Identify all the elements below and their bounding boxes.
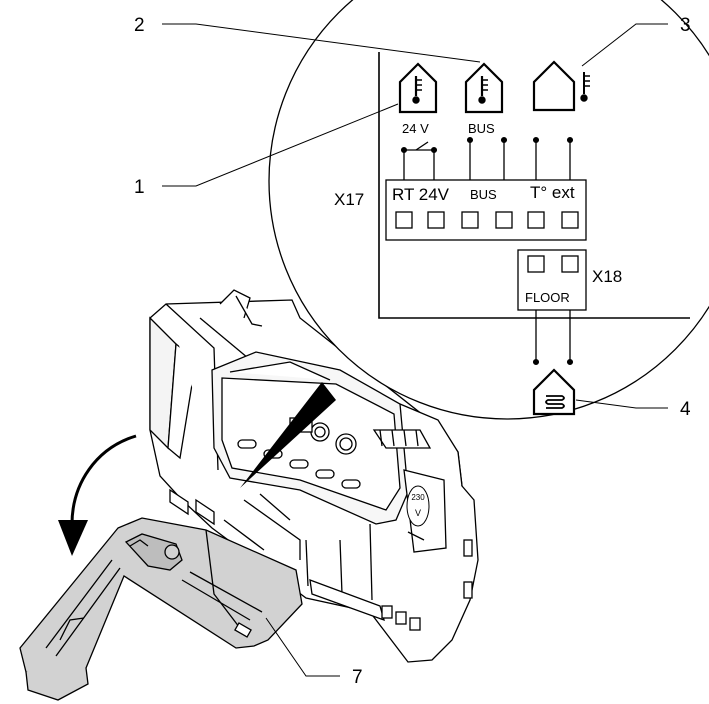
x17-terminal-block <box>385 179 587 241</box>
voltage-badge-unit: V <box>415 508 421 518</box>
callout-3: 3 <box>680 15 691 36</box>
boiler-control-box <box>149 289 479 663</box>
voltage-badge: 230 V <box>406 485 430 527</box>
bus-terminal-label: BUS <box>470 187 497 202</box>
outdoor-temp-label: T° ext <box>530 183 575 202</box>
callout-lines <box>162 23 668 677</box>
floor-label: FLOOR <box>525 290 570 305</box>
x18-terminal-block <box>517 249 587 311</box>
voltage-badge-text: 230 <box>411 493 425 502</box>
thermostat-bus-label: BUS <box>468 121 495 136</box>
outdoor-sensor-icon <box>532 60 590 112</box>
floor-heating-icon <box>532 368 576 416</box>
removed-front-cover <box>19 517 303 701</box>
rt-24v-label: RT 24V <box>392 185 450 204</box>
x18-wires <box>532 310 574 366</box>
callout-7: 7 <box>352 667 363 688</box>
callout-2: 2 <box>134 15 145 36</box>
x17-label: X17 <box>334 190 364 209</box>
x18-label: X18 <box>592 267 622 286</box>
callout-1: 1 <box>134 177 145 198</box>
rotation-arrow-icon <box>58 434 137 556</box>
room-thermostat-bus-icon <box>464 62 504 114</box>
x17-wires <box>400 136 574 180</box>
zoom-wedge <box>240 382 336 488</box>
thermostat-24v-label: 24 V <box>402 121 429 136</box>
callout-4: 4 <box>680 399 691 420</box>
x17-terminals <box>395 211 579 229</box>
zoom-detail-circle: X17 RT 24V BUS T° ext 24 V BUS FLOOR X18 <box>268 0 709 420</box>
room-thermostat-24v-icon <box>398 62 438 114</box>
